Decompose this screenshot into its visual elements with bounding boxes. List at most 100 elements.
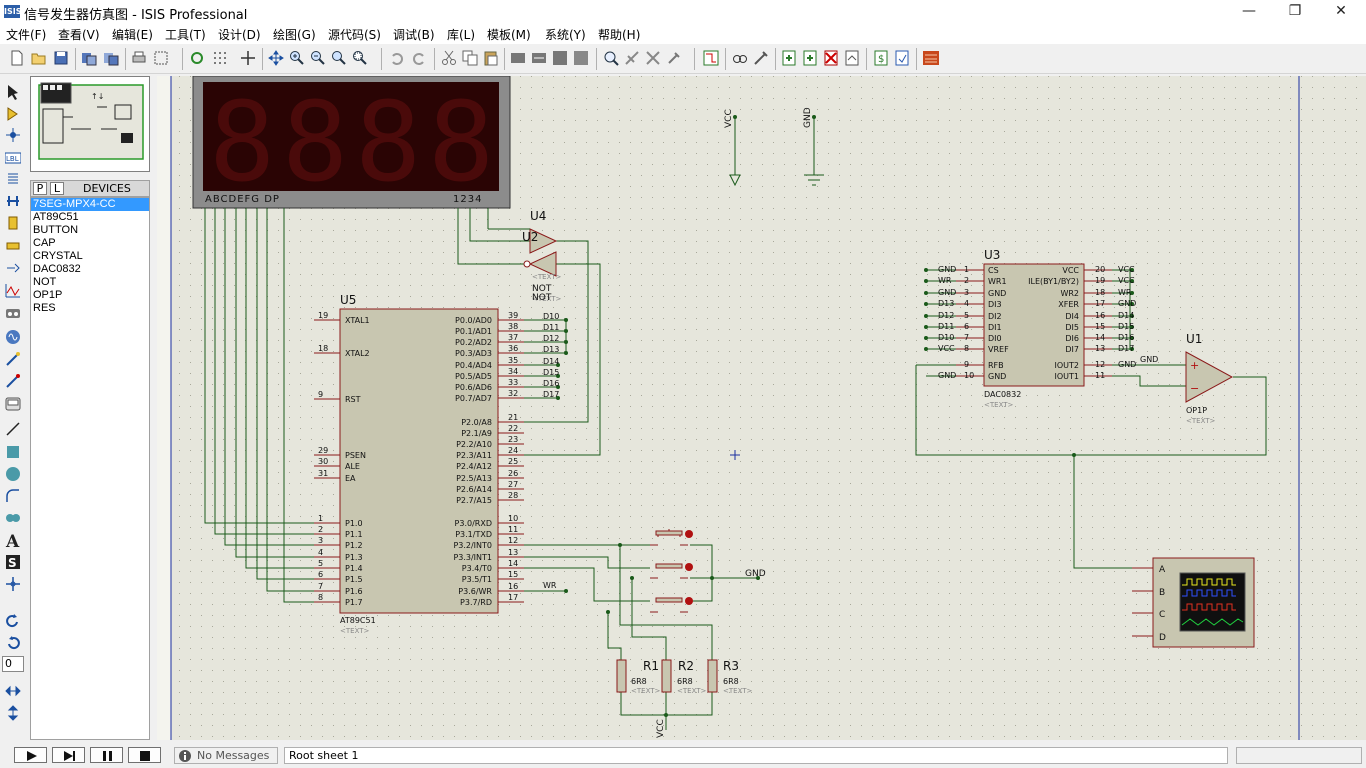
pick-devices-tab[interactable]: P — [33, 182, 47, 195]
remove-sheet-icon[interactable] — [823, 50, 839, 66]
menu-debug[interactable]: 调试(B) — [393, 28, 435, 42]
seven-segment-display[interactable]: 8 8 8 8 ABCDEFG DP 1234 — [192, 75, 511, 209]
rotate-anticlockwise-icon[interactable] — [5, 635, 21, 651]
voltage-probe-icon[interactable] — [5, 351, 21, 367]
library-manager-tab[interactable]: L — [50, 182, 64, 195]
arc-tool-icon[interactable] — [5, 488, 21, 504]
current-probe-icon[interactable] — [5, 373, 21, 389]
close-button[interactable]: ✕ — [1335, 3, 1347, 19]
import-icon[interactable] — [81, 50, 97, 66]
wire-autorouter-icon[interactable] — [703, 50, 719, 66]
junction-dot-icon[interactable] — [5, 127, 21, 143]
line-tool-icon[interactable] — [5, 421, 21, 437]
text-script-icon[interactable] — [5, 171, 21, 187]
mirror-vertical-icon[interactable] — [5, 705, 21, 721]
zoom-out-icon[interactable] — [310, 50, 326, 66]
power-terminals[interactable]: VCC GND GND VCC — [656, 107, 824, 738]
mirror-horizontal-icon[interactable] — [5, 683, 21, 699]
menu-view[interactable]: 查看(V) — [58, 28, 100, 42]
terminal-icon[interactable] — [5, 238, 21, 254]
u5-pin[interactable]: 2P1.1 — [314, 525, 363, 539]
make-device-icon[interactable] — [624, 50, 640, 66]
resistor-r1[interactable]: R1 6R8 <TEXT> — [616, 659, 661, 695]
maximize-button[interactable]: ❐ — [1288, 3, 1302, 19]
rotate-clockwise-icon[interactable] — [5, 613, 21, 629]
step-button[interactable] — [52, 747, 85, 763]
bill-of-materials-icon[interactable]: $ — [873, 50, 889, 66]
device-item[interactable]: 7SEG-MPX4-CC — [31, 198, 149, 211]
save-icon[interactable] — [53, 50, 69, 66]
menu-tools[interactable]: 工具(T) — [165, 28, 206, 42]
new-file-icon[interactable] — [9, 50, 25, 66]
resistor-r2[interactable]: R2 6R8 <TEXT> — [661, 659, 707, 695]
resistor-r3[interactable]: R3 6R8 <TEXT> — [707, 659, 753, 695]
block-move-icon[interactable] — [531, 50, 547, 66]
u5-pin[interactable]: 1P1.0 — [314, 514, 363, 528]
property-tool-icon[interactable] — [753, 50, 769, 66]
opamp-u1[interactable]: + − U1 OP1P <TEXT> — [1185, 332, 1234, 425]
menu-graph[interactable]: 绘图(G) — [273, 28, 316, 42]
rotation-angle-field[interactable]: 0 — [2, 656, 24, 672]
path-tool-icon[interactable] — [5, 510, 21, 526]
tape-recorder-icon[interactable] — [5, 305, 21, 321]
menu-edit[interactable]: 编辑(E) — [112, 28, 153, 42]
add-sheet-icon[interactable] — [802, 50, 818, 66]
not-gate-u2[interactable]: U2 NOT <TEXT> — [522, 230, 562, 303]
device-item[interactable]: CAP — [33, 237, 56, 249]
packaging-icon[interactable] — [645, 50, 661, 66]
symbol-tool-icon[interactable]: S — [5, 554, 21, 570]
device-item[interactable]: DAC0832 — [33, 263, 81, 275]
menu-system[interactable]: 系统(Y) — [545, 28, 586, 42]
print-icon[interactable] — [131, 50, 147, 66]
u5-pin[interactable]: 5P1.4 — [314, 559, 363, 573]
box-tool-icon[interactable] — [5, 444, 21, 460]
overview-window[interactable]: ↑↓ — [30, 76, 150, 172]
open-folder-icon[interactable] — [31, 50, 47, 66]
at89c51-u5[interactable]: U5 AT89C51 <TEXT> 19XTAL118XTAL29RST29PS… — [314, 293, 559, 635]
play-button[interactable] — [14, 747, 47, 763]
subcircuit-icon[interactable] — [5, 215, 21, 231]
component-mode-icon[interactable] — [5, 106, 21, 122]
device-item[interactable]: NOT — [33, 276, 57, 288]
device-item[interactable]: AT89C51 — [33, 211, 79, 223]
block-copy-icon[interactable] — [510, 50, 526, 66]
pause-button[interactable] — [90, 747, 123, 763]
block-rotate-icon[interactable] — [552, 50, 568, 66]
origin-icon[interactable] — [240, 50, 256, 66]
device-item[interactable]: RES — [33, 302, 56, 314]
graph-icon[interactable] — [5, 283, 21, 299]
